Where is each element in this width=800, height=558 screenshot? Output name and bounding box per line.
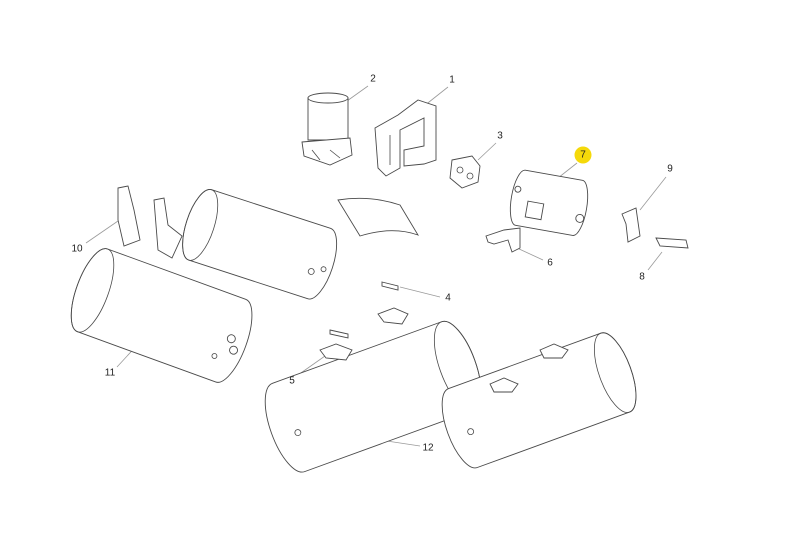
- strap-5d[interactable]: [489, 377, 519, 393]
- callout-8[interactable]: 8: [639, 271, 645, 283]
- callout-11[interactable]: 11: [104, 367, 116, 379]
- valve-3[interactable]: [449, 155, 481, 189]
- heat-shield[interactable]: [337, 197, 420, 237]
- callout-10[interactable]: 10: [71, 243, 83, 255]
- strap-5c[interactable]: [377, 307, 409, 325]
- air-tank-right[interactable]: [434, 328, 645, 473]
- bracket-8[interactable]: [655, 237, 689, 249]
- bracket-9[interactable]: [621, 207, 641, 243]
- strap-5b[interactable]: [319, 343, 353, 361]
- bracket-10b[interactable]: [153, 197, 183, 259]
- strap-5e[interactable]: [539, 343, 569, 359]
- callout-3[interactable]: 3: [497, 130, 503, 142]
- callout-6[interactable]: 6: [547, 257, 553, 269]
- callout-12[interactable]: 12: [422, 442, 434, 454]
- callout-2[interactable]: 2: [370, 73, 376, 85]
- air-tank-7[interactable]: [507, 169, 592, 237]
- air-tank-11[interactable]: [62, 244, 260, 388]
- callout-9[interactable]: 9: [667, 163, 673, 175]
- strap-4[interactable]: [381, 281, 399, 291]
- callout-5[interactable]: 5: [289, 375, 295, 387]
- air-dryer-2[interactable]: [301, 92, 353, 166]
- strap-5a[interactable]: [329, 329, 349, 339]
- callout-7-highlighted[interactable]: 7: [574, 146, 592, 164]
- callout-1[interactable]: 1: [449, 74, 455, 86]
- bracket-1[interactable]: [374, 99, 437, 177]
- bracket-10a[interactable]: [117, 185, 141, 247]
- callout-4[interactable]: 4: [445, 292, 451, 304]
- air-tank-upper[interactable]: [175, 185, 343, 303]
- bracket-6[interactable]: [485, 227, 521, 253]
